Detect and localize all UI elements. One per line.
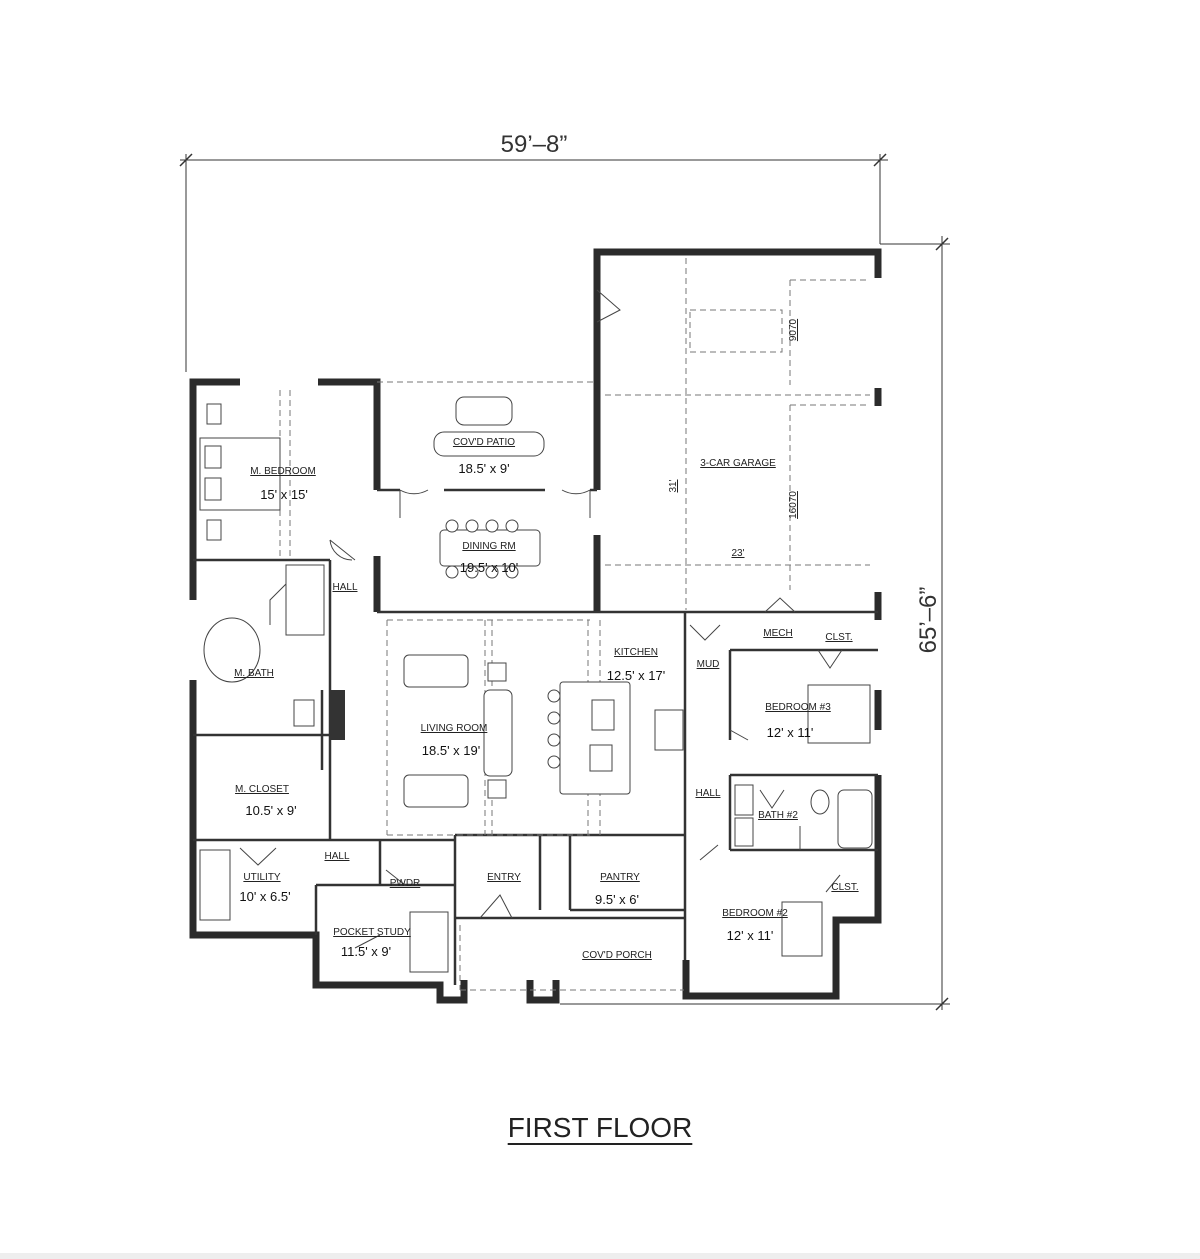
- garage-width-label: 23': [731, 548, 744, 559]
- room-m-closet-name: M. CLOSET: [235, 784, 289, 795]
- room-pantry-name: PANTRY: [600, 872, 640, 883]
- ceiling-lines: [279, 258, 870, 991]
- room-dining-rm-name: DINING RM: [462, 541, 515, 552]
- room-m-closet-size: 10.5' x 9': [245, 803, 296, 818]
- depth-dimension: 65’–6”: [915, 587, 942, 654]
- room-labels: M. BEDROOM 15' x 15' COV'D PATIO 18.5' x…: [234, 318, 859, 961]
- room-entry-name: ENTRY: [487, 872, 521, 883]
- room-covd-porch-name: COV'D PORCH: [582, 950, 652, 961]
- room-dining-rm-size: 19.5' x 10': [460, 560, 518, 575]
- interior-walls: [193, 488, 878, 985]
- room-pantry-size: 9.5' x 6': [595, 892, 639, 907]
- doors: [239, 289, 843, 949]
- room-covd-patio-size: 18.5' x 9': [458, 461, 509, 476]
- dimension-lines: [179, 153, 950, 1011]
- room-living-room-size: 18.5' x 19': [422, 743, 480, 758]
- room-hall-1-name: HALL: [332, 582, 357, 593]
- bottom-border: [0, 1253, 1200, 1259]
- room-bedroom-2-name: BEDROOM #2: [722, 908, 788, 919]
- furniture: [199, 396, 873, 973]
- room-pocket-study-size: 11.5' x 9': [341, 944, 391, 959]
- room-clst-2-name: CLST.: [831, 882, 858, 893]
- room-covd-patio-name: COV'D PATIO: [453, 437, 515, 448]
- room-m-bedroom-name: M. BEDROOM: [250, 466, 316, 477]
- garage-depth-label: 31': [668, 479, 679, 492]
- room-kitchen-size: 12.5' x 17': [607, 668, 665, 683]
- plan-title: FIRST FLOOR: [0, 1112, 1200, 1144]
- plan-title-text: FIRST FLOOR: [507, 1112, 693, 1143]
- room-pocket-study-name: POCKET STUDY: [333, 927, 411, 938]
- garage-door1-label: 9070: [788, 318, 799, 341]
- room-bedroom-3-size: 12' x 11': [767, 725, 814, 740]
- room-mud-name: MUD: [697, 659, 720, 670]
- room-pwdr-name: PWDR: [390, 878, 421, 889]
- room-utility-name: UTILITY: [243, 872, 281, 883]
- room-bedroom-3-name: BEDROOM #3: [765, 702, 831, 713]
- width-dimension: 59’–8”: [501, 131, 568, 158]
- room-m-bedroom-size: 15' x 15': [260, 487, 308, 502]
- room-utility-size: 10' x 6.5': [239, 889, 290, 904]
- room-kitchen-name: KITCHEN: [614, 647, 658, 658]
- room-living-room-name: LIVING ROOM: [421, 723, 488, 734]
- room-hall-2-name: HALL: [695, 788, 720, 799]
- room-mech-name: MECH: [763, 628, 792, 639]
- room-m-bath-name: M. BATH: [234, 668, 274, 679]
- room-clst-1-name: CLST.: [825, 632, 852, 643]
- room-bath-2-name: BATH #2: [758, 810, 798, 821]
- exterior-walls: [189, 248, 882, 1004]
- room-hall-3-name: HALL: [324, 851, 349, 862]
- room-garage-name: 3-CAR GARAGE: [700, 458, 776, 469]
- room-bedroom-2-size: 12' x 11': [727, 928, 774, 943]
- garage-door2-label: 16070: [788, 491, 799, 519]
